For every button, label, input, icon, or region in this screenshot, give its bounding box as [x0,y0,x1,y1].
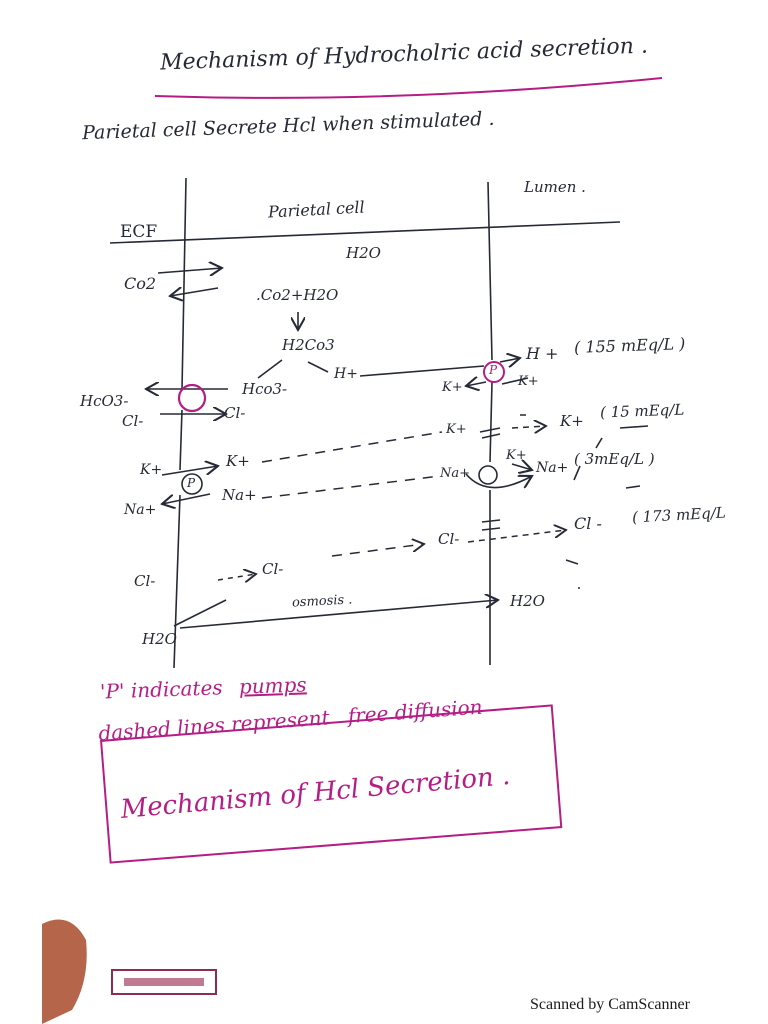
label-hco3-ecf: HcO3- [80,392,129,410]
label-h-concentration: ( 155 mEq/L ) [573,334,686,357]
label-k-cell: K+ [226,452,250,470]
hco3-cl-exchanger [177,383,207,413]
label-cl-ecf2: Cl- [134,572,156,590]
note-pumps-emphasis: pumps [238,672,307,699]
label-k-lumen: K+ [560,412,584,430]
label-h-lumen: H + [526,344,559,363]
label-co2: Co2 [124,274,157,293]
label-cl-ecf: Cl- [122,412,144,430]
h-k-pump [483,361,505,383]
label-k-channel: K+ [446,422,467,437]
scan-artifacts [42,919,217,1024]
label-reaction: .Co2+H2O [256,286,339,304]
label-cl-cell2: Cl- [262,560,284,578]
label-na-ecf: Na+ [124,502,157,518]
label-cl-lumen: Cl - [574,514,602,533]
apical-membrane [487,181,493,665]
pump-label-lumen: P [489,363,498,377]
label-na-channel: Na+ [440,466,471,481]
label-water-lumen: H2O [510,592,545,610]
na-k-exchanger-lumen [478,465,498,485]
label-k-ecf: K+ [140,462,163,478]
basolateral-membrane [173,177,187,669]
stamp-mark [111,969,217,995]
label-na-concentration: ( 3mEq/L ) [574,450,655,468]
label-ecf: ECF [120,222,158,242]
label-cl-channel: Cl- [438,530,460,548]
label-na-cell: Na+ [222,486,257,504]
note-pumps-prefix: 'P' indicates [99,675,223,704]
label-k-pump-lumen: K+ [442,380,463,395]
label-hco3-cell: Hco3- [242,380,288,398]
label-h-plus: H+ [334,366,358,382]
label-k-concentration: ( 15 mEq/L [599,400,685,422]
label-na-lumen: Na+ [536,460,569,476]
title-underline [154,77,663,99]
label-k-return: K+ [518,374,539,389]
label-osmosis: osmosis . [291,592,353,611]
scanner-footer: Scanned by CamScanner [530,996,690,1013]
label-k-channel2: K+ [506,448,527,463]
label-carbonic-acid: H2Co3 [282,336,335,354]
na-k-pump [181,473,203,495]
hcl-secretion-diagram [109,177,649,669]
label-water-top: H2O [346,244,381,262]
finger-shape [42,919,87,1024]
top-boundary-line [109,221,621,244]
label-cl-cell: Cl- [224,404,246,422]
label-water-ecf: H2O [142,630,177,648]
pump-label-ecf: P [187,476,196,490]
label-lumen: Lumen . [524,178,586,196]
